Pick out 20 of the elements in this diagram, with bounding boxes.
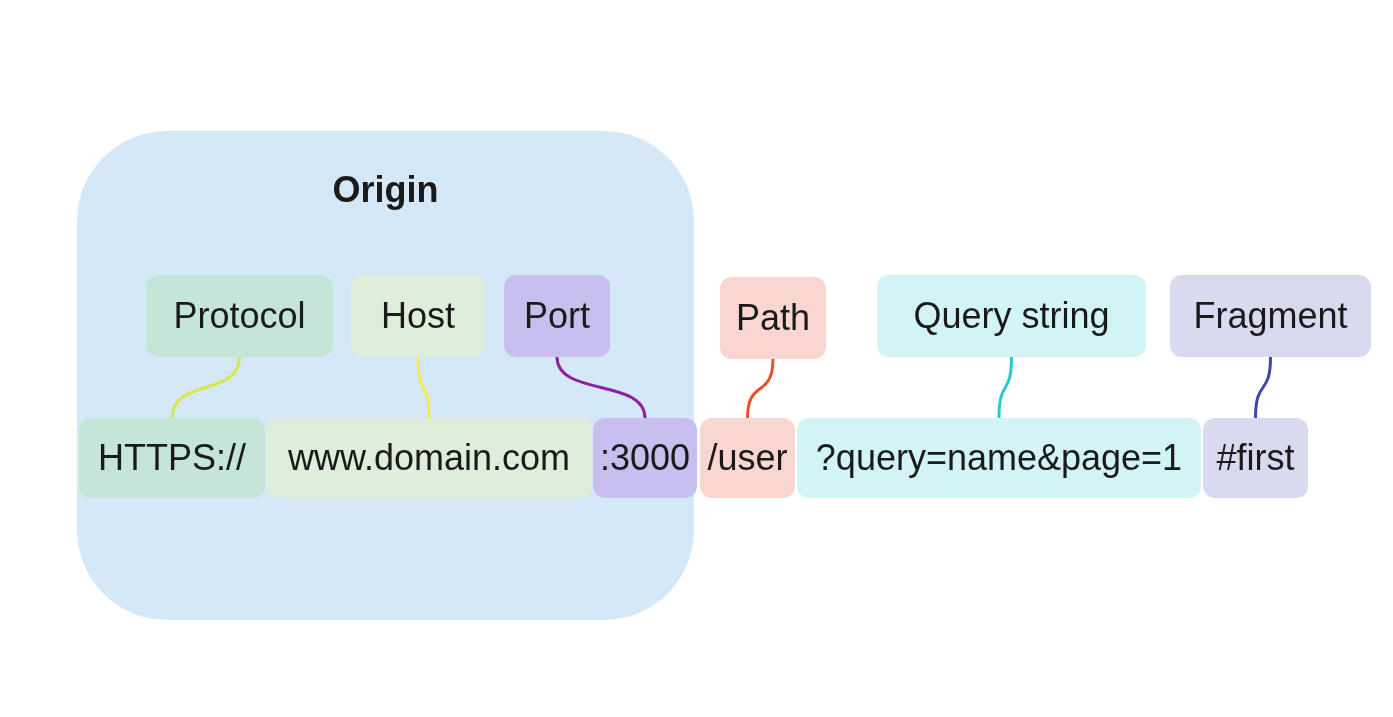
connector-line (1254, 356, 1272, 419)
group-title: Origin (331, 168, 440, 212)
connector-line (997, 356, 1013, 419)
url-segment: HTTPS:// (79, 418, 265, 498)
url-part-label: Query string (877, 275, 1146, 357)
connector-line (746, 358, 775, 419)
url-part-label: Fragment (1170, 275, 1371, 357)
url-segment: /user (700, 418, 795, 498)
url-segment: www.domain.com (266, 418, 592, 498)
connector-line (170, 356, 241, 419)
connector-line (416, 356, 431, 419)
url-part-label: Path (720, 277, 826, 359)
url-part-label: Port (504, 275, 610, 357)
url-segment: #first (1203, 418, 1308, 498)
url-segment: ?query=name&page=1 (797, 418, 1201, 498)
url-segment: :3000 (593, 418, 697, 498)
connector-line (555, 356, 647, 419)
url-part-label: Protocol (146, 275, 333, 357)
url-part-label: Host (351, 275, 485, 357)
origin-group-box (77, 131, 694, 620)
